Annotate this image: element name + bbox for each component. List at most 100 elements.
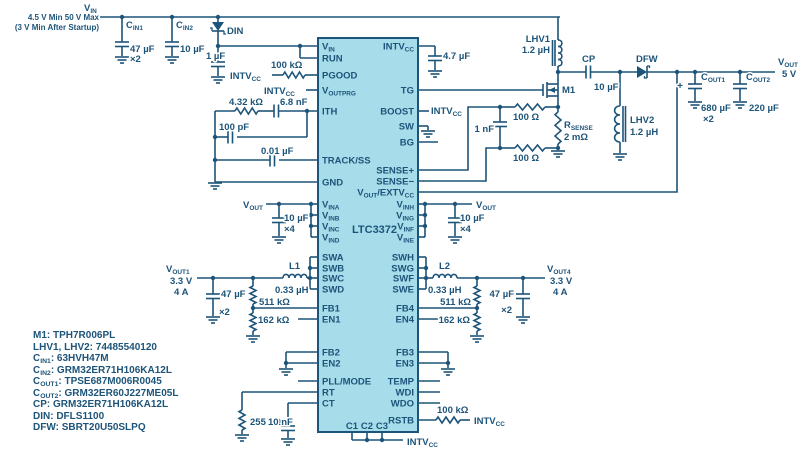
pin-left-7: VINA bbox=[322, 200, 340, 212]
label-cin2-name: CIN2 bbox=[176, 20, 193, 32]
pin-left-16: EN1 bbox=[322, 315, 341, 326]
pin-bottom-2: C3 bbox=[376, 421, 388, 432]
label-intvcc-pgood: INTVCC bbox=[230, 71, 261, 83]
pin-left-11: SWA bbox=[322, 253, 344, 264]
label-l2-name: L2 bbox=[439, 261, 450, 272]
pin-left-21: CT bbox=[322, 399, 335, 410]
label-cin1-mult: ×2 bbox=[130, 54, 141, 65]
pin-left-19: PLL/MODE bbox=[322, 377, 371, 388]
pin-left-10: VIND bbox=[322, 233, 340, 245]
label-vout-main-value: 5 V bbox=[782, 69, 797, 80]
pin-right-0: INTVCC bbox=[383, 42, 414, 54]
pin-right-8: VINH bbox=[397, 200, 415, 212]
label-cout1-name: COUT1 bbox=[701, 72, 725, 84]
label-legend-7: CP: GRM32ER71H106KA12L bbox=[33, 399, 168, 410]
label-c10nf-value: 10 nF bbox=[268, 417, 293, 428]
pin-left-8: VINB bbox=[322, 211, 340, 223]
label-lhv2-name: LHV2 bbox=[630, 115, 654, 126]
label-l2-value: 0.33 µH bbox=[428, 285, 462, 296]
pin-right-23: RSTB bbox=[388, 416, 414, 427]
pin-right-14: SWF bbox=[393, 274, 414, 285]
label-legend-4: CIN2: GRM32ER71H106KA12L bbox=[33, 365, 172, 377]
label-intvcc-voutprg: INTVCC bbox=[264, 86, 295, 98]
pin-left-5: TRACK/SS bbox=[322, 156, 371, 167]
label-c47-left-mult: ×2 bbox=[219, 307, 230, 318]
label-lhv1-name: LHV1 bbox=[526, 34, 551, 45]
label-cin2-value: 10 µF bbox=[180, 44, 205, 55]
label-r162-right: 162 kΩ bbox=[439, 315, 471, 326]
pin-right-12: SWH bbox=[392, 253, 414, 264]
label-cin1-value: 47 µF bbox=[130, 44, 155, 55]
label-r100-bot: 100 Ω bbox=[513, 153, 539, 164]
pin-left-12: SWB bbox=[322, 264, 344, 275]
label-cout1-value: 680 µF bbox=[701, 103, 731, 114]
capacitor-symbols bbox=[115, 41, 747, 432]
label-c10-left-value: 10 µF bbox=[284, 213, 309, 224]
pin-left-1: RUN bbox=[322, 54, 343, 65]
pin-left-9: VINC bbox=[322, 222, 340, 234]
label-cvin-value: 1 µF bbox=[206, 51, 225, 62]
pin-right-9: VING bbox=[396, 211, 414, 223]
diode-symbols bbox=[210, 22, 651, 79]
label-dfw-name: DFW bbox=[636, 54, 658, 65]
pin-right-10: VINF bbox=[397, 222, 414, 234]
chip-pin-labels: VINRUNPGOODVOUTPRGITHTRACK/SSGNDVINAVINB… bbox=[322, 42, 415, 433]
label-vin-top: VIN bbox=[84, 3, 97, 15]
inductor-symbols bbox=[282, 39, 627, 279]
ground-symbols bbox=[115, 56, 747, 446]
label-vout1-name: VOUT1 bbox=[166, 264, 190, 276]
pin-right-6: SENSE− bbox=[376, 177, 414, 188]
resistor-symbols bbox=[234, 70, 563, 431]
label-c10-right-value: 10 µF bbox=[460, 213, 485, 224]
label-lhv1-value: 1.2 µH bbox=[522, 45, 550, 56]
junction-dots bbox=[119, 14, 743, 443]
pin-right-20: TEMP bbox=[388, 377, 415, 388]
pin-right-13: SWG bbox=[391, 264, 414, 275]
ltc3372-chip: LTC3372 bbox=[317, 37, 419, 433]
label-rsense-name: RSENSE bbox=[564, 120, 593, 132]
label-lhv2-value: 1.2 µH bbox=[630, 127, 658, 138]
label-legend-6: COUT2: GRM32ER60J227ME05L bbox=[33, 388, 178, 400]
label-boost-intvcc: INTVCC bbox=[431, 106, 462, 118]
pin-right-17: EN4 bbox=[396, 315, 415, 326]
label-css-value: 0.01 µF bbox=[261, 146, 294, 157]
label-cp-name: CP bbox=[582, 54, 596, 65]
label-input-spec-2: (3 V Min After Startup) bbox=[15, 23, 99, 32]
label-cc-value: 6.8 nF bbox=[280, 97, 308, 108]
label-l1-value: 0.33 µH bbox=[275, 285, 309, 296]
pin-bottom-0: C1 bbox=[346, 421, 359, 432]
pin-right-18: FB3 bbox=[396, 348, 414, 359]
pin-left-3: VOUTPRG bbox=[322, 86, 356, 98]
pin-right-3: SW bbox=[399, 122, 414, 133]
pin-right-5: SENSE+ bbox=[376, 166, 414, 177]
label-c10-left-mult: ×4 bbox=[284, 224, 296, 235]
label-legend-8: DIN: DFLS1100 bbox=[33, 411, 105, 422]
label-rc-value: 4.32 kΩ bbox=[229, 97, 263, 108]
pin-right-1: TG bbox=[401, 86, 414, 97]
pin-left-2: PGOOD bbox=[322, 71, 358, 82]
pin-left-18: EN2 bbox=[322, 359, 340, 370]
label-din-name: DIN bbox=[227, 26, 244, 37]
pin-right-16: FB4 bbox=[396, 304, 415, 315]
label-legend-5: COUT1: TPSE687M006R0045 bbox=[33, 376, 162, 388]
label-l1-name: L1 bbox=[289, 261, 301, 272]
label-legend-1: M1: TPH7R006PL bbox=[33, 330, 115, 341]
label-vout4-amps: 4 A bbox=[553, 287, 568, 298]
pin-right-19: EN3 bbox=[396, 359, 414, 370]
label-intvcc-c123: INTVCC bbox=[407, 437, 438, 449]
label-c47-left-value: 47 µF bbox=[221, 289, 246, 300]
pin-bottom-1: C2 bbox=[361, 421, 373, 432]
label-rsense-value: 2 mΩ bbox=[564, 132, 588, 143]
chip-body bbox=[317, 37, 419, 433]
label-c10-right-mult: ×4 bbox=[460, 224, 472, 235]
label-c47-right-mult: ×2 bbox=[501, 305, 512, 316]
label-c47-intvcc: 4.7 µF bbox=[443, 51, 470, 62]
label-cp2-value: 100 pF bbox=[219, 122, 249, 133]
label-cout2-value: 220 µF bbox=[749, 103, 779, 114]
label-vout1-amps: 4 A bbox=[174, 287, 189, 298]
pin-right-15: SWE bbox=[392, 285, 414, 296]
pin-right-4: BG bbox=[400, 138, 414, 149]
